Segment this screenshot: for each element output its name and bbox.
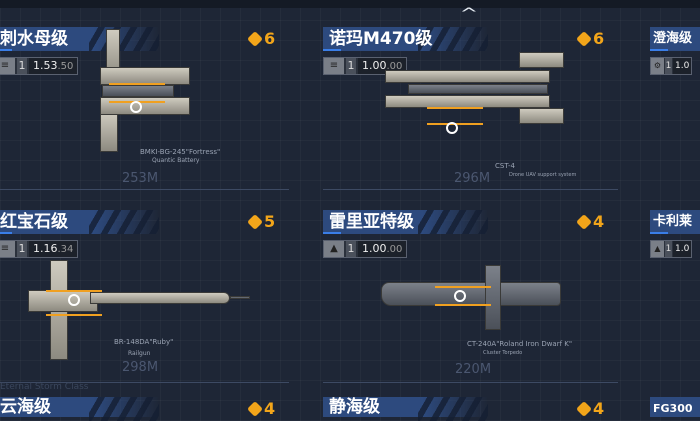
scale-ruler xyxy=(323,189,618,190)
ship-barrel xyxy=(90,292,230,304)
ship-title: 红宝石级 xyxy=(0,210,159,234)
ship-title: 诺玛M470级 xyxy=(323,27,488,51)
ship-length: 220M xyxy=(455,362,492,377)
rank-icon xyxy=(576,400,592,417)
ship-length: 253M xyxy=(122,171,159,186)
target-bracket xyxy=(109,83,165,103)
ship-title: 澄海级 xyxy=(650,27,700,51)
ship-title: 刺水母级 xyxy=(0,27,159,51)
top-bar xyxy=(0,0,700,8)
class-icon: ≡ xyxy=(0,58,15,74)
rank-badge: 4 xyxy=(247,399,275,418)
class-icon: ▲ xyxy=(651,241,664,257)
rank-badge: 5 xyxy=(247,212,275,231)
scale-ruler xyxy=(0,189,289,190)
weapon-marker[interactable] xyxy=(446,122,458,134)
rank-badge: 4 xyxy=(576,212,604,231)
faded-class-text: Eternal Storm Class xyxy=(0,382,89,392)
weapon-name: CT-240A"Roland Iron Dwarf K" xyxy=(467,340,573,348)
weapon-marker[interactable] xyxy=(130,101,142,113)
ship-fin xyxy=(485,265,501,330)
scale-ruler xyxy=(0,382,289,383)
scale-ruler xyxy=(323,382,618,383)
ship-length: 298M xyxy=(122,360,159,375)
rank-icon xyxy=(247,213,263,230)
class-icon: ⚙ xyxy=(651,58,664,74)
ship-title: FG300 xyxy=(650,397,700,417)
weapon-name: CST-4 xyxy=(495,162,515,170)
chevron-up-icon[interactable]: ^ xyxy=(459,6,479,22)
ship-card-8[interactable]: 静海级 4 xyxy=(323,397,623,421)
ship-title: 云海级 xyxy=(0,397,159,421)
weapon-type: Drone UAV support system xyxy=(509,172,577,178)
rank-badge: 6 xyxy=(576,29,604,48)
weapon-name: BMKI-BG-245"Fortress" xyxy=(140,148,221,156)
weapon-name: BR-148DA"Ruby" xyxy=(114,338,174,346)
rank-badge: 6 xyxy=(247,29,275,48)
weapon-marker[interactable] xyxy=(454,290,466,302)
ship-title: 卡利莱 xyxy=(650,210,700,234)
ship-wing xyxy=(100,112,118,152)
rank-icon xyxy=(247,30,263,47)
weapon-marker[interactable] xyxy=(68,294,80,306)
rank-icon xyxy=(247,400,263,417)
weapon-type: Quantic Battery xyxy=(152,157,200,164)
ship-hull xyxy=(385,70,550,83)
class-icon: ▲ xyxy=(324,241,344,257)
ship-hull xyxy=(102,85,174,97)
ship-card-9[interactable]: FG300 xyxy=(650,397,700,417)
ship-engine xyxy=(519,108,564,124)
class-icon: ≡ xyxy=(0,241,15,257)
ship-engine xyxy=(519,52,564,68)
target-bracket xyxy=(435,286,491,306)
ship-card-7[interactable]: 云海级 4 xyxy=(0,397,294,421)
target-bracket xyxy=(46,290,102,316)
ship-gun xyxy=(230,296,250,299)
weapon-type: Cluster Torpedo xyxy=(483,350,523,356)
rank-icon xyxy=(576,213,592,230)
rank-badge: 4 xyxy=(576,399,604,418)
ship-length: 296M xyxy=(454,171,491,186)
weapon-type: Railgun xyxy=(128,350,151,357)
ship-title: 静海级 xyxy=(323,397,488,421)
class-icon: ≡ xyxy=(324,58,344,74)
ship-hull xyxy=(408,84,548,94)
ship-title: 雷里亚特级 xyxy=(323,210,488,234)
rank-icon xyxy=(576,30,592,47)
